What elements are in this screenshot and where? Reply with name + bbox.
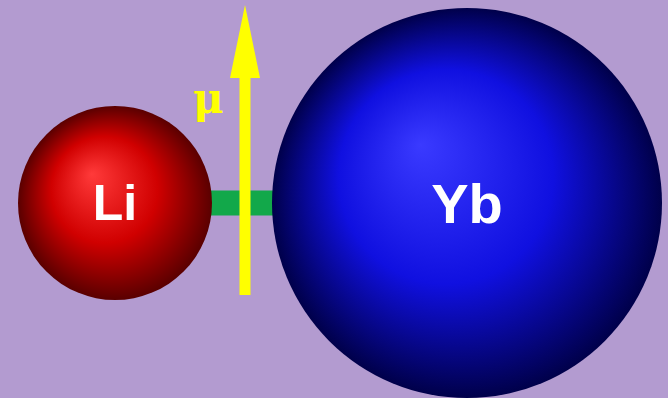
- sphere-fill: [272, 8, 662, 398]
- arrow-head: [230, 5, 260, 78]
- atom-sphere: Li: [18, 106, 212, 300]
- sphere-fill: [18, 106, 212, 300]
- dipole-label: μ: [193, 74, 224, 123]
- atom-symbol: Yb: [431, 171, 503, 236]
- atom-sphere: Yb: [272, 8, 662, 398]
- arrow-shaft: [240, 70, 251, 295]
- atom-symbol: Li: [93, 174, 137, 232]
